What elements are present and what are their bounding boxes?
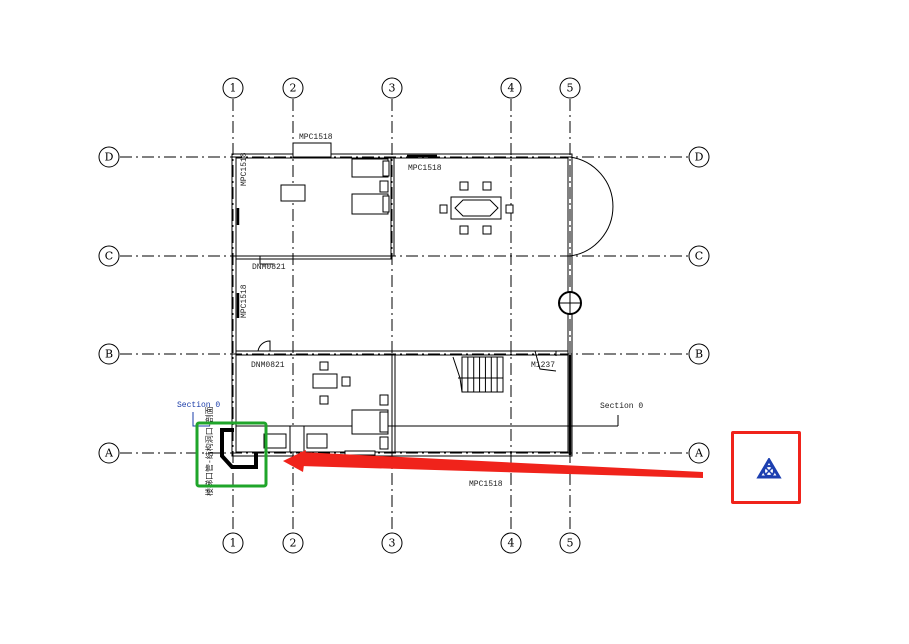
svg-text:A: A xyxy=(694,447,704,460)
grid-bubble-3-top[interactable]: 3 xyxy=(381,77,403,99)
svg-text:1: 1 xyxy=(230,82,237,95)
door-upper-label: DNM0821 xyxy=(252,263,286,272)
study-furniture[interactable] xyxy=(263,361,389,453)
window-dining-label: MPC1518 xyxy=(408,164,442,173)
svg-text:B: B xyxy=(695,348,703,361)
grid-bubble-A-right[interactable]: A xyxy=(688,442,710,464)
tool-button[interactable] xyxy=(731,431,801,504)
svg-text:D: D xyxy=(105,151,114,164)
grid-bubble-C-right[interactable]: C xyxy=(688,245,710,267)
svg-text:2: 2 xyxy=(290,537,297,550)
section-marker-left xyxy=(192,412,210,427)
door-lower-label: DNM0821 xyxy=(251,361,285,370)
grid-bubble-4-bottom[interactable]: 4 xyxy=(500,532,522,554)
svg-text:C: C xyxy=(695,250,703,263)
round-window[interactable] xyxy=(558,291,582,315)
selected-element[interactable] xyxy=(220,428,258,469)
grid-bubble-1-top[interactable]: 1 xyxy=(222,77,244,99)
door-right-label: M1237 xyxy=(531,361,555,370)
svg-text:C: C xyxy=(105,250,113,263)
svg-text:5: 5 xyxy=(567,82,574,95)
grid-bubble-2-top[interactable]: 2 xyxy=(282,77,304,99)
door-upper[interactable] xyxy=(259,256,274,265)
svg-text:A: A xyxy=(104,447,114,460)
grid-bubble-4-top[interactable]: 4 xyxy=(500,77,522,99)
section-label-left[interactable]: Section 0 xyxy=(177,401,220,410)
grid-bubble-B-left[interactable]: B xyxy=(98,343,120,365)
svg-text:3: 3 xyxy=(389,82,396,95)
highlight-box xyxy=(195,421,268,488)
svg-text:4: 4 xyxy=(508,537,515,550)
door-lower[interactable] xyxy=(257,340,271,352)
section-label-right[interactable]: Section 0 xyxy=(600,402,643,411)
staircase[interactable] xyxy=(452,356,504,393)
window-bottom-label: MPC1518 xyxy=(469,480,503,489)
grid-bubble-B-right[interactable]: B xyxy=(688,343,710,365)
grid-bubble-A-left[interactable]: A xyxy=(98,442,120,464)
dining-table[interactable] xyxy=(439,181,514,235)
grid-bubble-2-bottom[interactable]: 2 xyxy=(282,532,304,554)
red-arrow xyxy=(283,450,703,478)
window-left-upper-label: MPC1518 xyxy=(240,152,249,186)
grid-bubble-5-bottom[interactable]: 5 xyxy=(559,532,581,554)
grid-bubble-C-left[interactable]: C xyxy=(98,245,120,267)
vertical-note: 楼梯口管-结构洞口-剖面 xyxy=(204,406,215,496)
stair-direction-arrow xyxy=(452,356,503,393)
autodesk-triangle-icon xyxy=(756,458,782,479)
svg-text:B: B xyxy=(105,348,113,361)
svg-text:4: 4 xyxy=(508,82,515,95)
grid-bubble-D-right[interactable]: D xyxy=(688,146,710,168)
window-left-middle-label: MPC1518 xyxy=(240,284,249,318)
svg-text:D: D xyxy=(695,151,704,164)
svg-text:5: 5 xyxy=(567,537,574,550)
grid-bubble-3-bottom[interactable]: 3 xyxy=(381,532,403,554)
svg-text:1: 1 xyxy=(230,537,237,550)
door-right[interactable] xyxy=(534,350,557,372)
svg-text:2: 2 xyxy=(290,82,297,95)
grid-bubble-D-left[interactable]: D xyxy=(98,146,120,168)
grid-bubble-5-top[interactable]: 5 xyxy=(559,77,581,99)
svg-text:3: 3 xyxy=(389,537,396,550)
window-top[interactable] xyxy=(292,142,332,158)
grid-bubble-1-bottom[interactable]: 1 xyxy=(222,532,244,554)
window-top-label: MPC1518 xyxy=(299,133,333,142)
window-bottom[interactable] xyxy=(344,450,376,456)
bedroom-furniture[interactable] xyxy=(280,158,390,215)
